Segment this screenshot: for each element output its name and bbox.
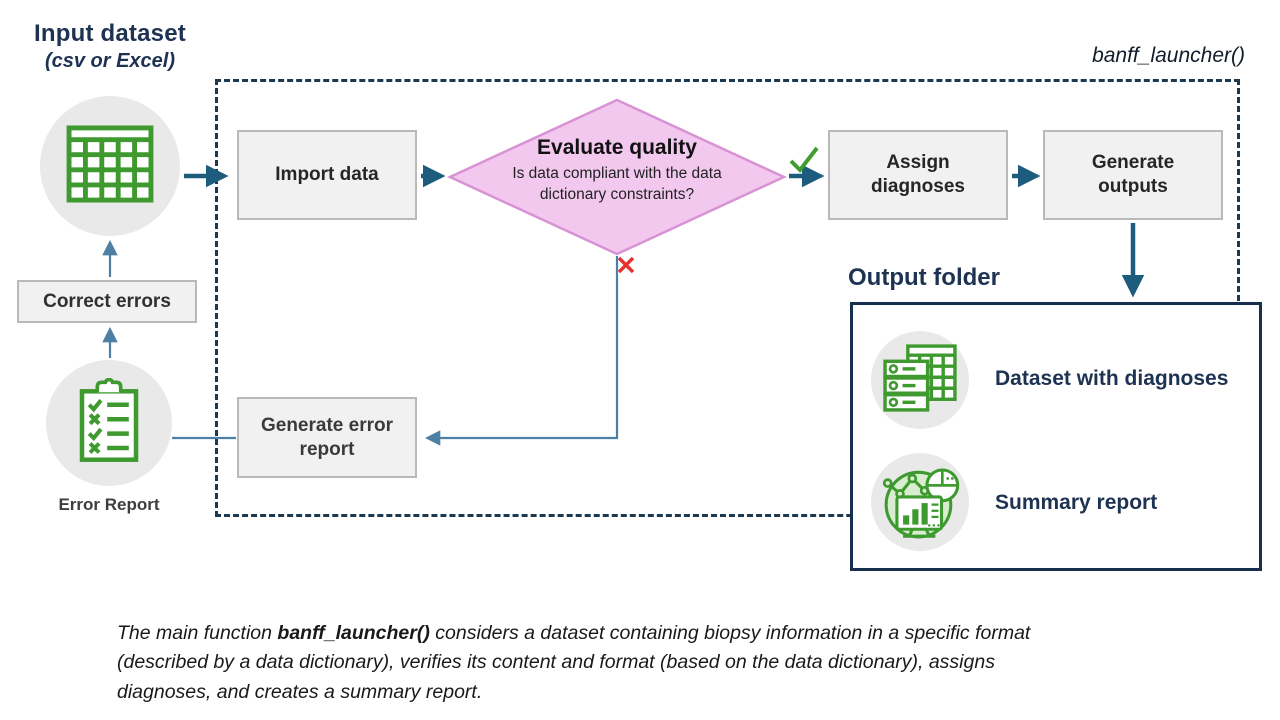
correct-errors-step: Correct errors [17,280,197,323]
generate-outputs-step: Generate outputs [1043,130,1223,220]
generate-error-report-label: Generate error report [260,414,393,460]
correct-errors-label: Correct errors [43,290,171,312]
banff-launcher-label: banff_launcher() [1092,44,1245,67]
summary-report-node [871,453,969,551]
assign-diagnoses-label: Assign diagnoses [871,152,965,197]
spreadsheet-table-icon [66,124,154,208]
evaluate-quality-title: Evaluate quality [537,136,697,159]
error-report-node [46,360,172,486]
evaluate-quality-diamond [447,98,787,256]
caption-suffix: considers a dataset containing biopsy in… [117,622,1031,703]
evaluate-quality-text: Evaluate quality Is data compliant with … [467,136,767,206]
output-folder-box: Dataset with diagnoses [850,302,1262,571]
input-dataset-subtitle: (csv or Excel) [44,50,176,72]
caption-function-name: banff_launcher() [277,622,430,644]
generate-outputs-label: Generate outputs [1091,152,1175,197]
clipboard-checklist-icon [73,377,145,469]
caption-prefix: The main function [117,622,278,644]
dataset-with-diagnoses-node [871,331,969,429]
figure-caption: The main function banff_launcher() consi… [117,619,1082,707]
output-folder-title: Output folder [848,264,1000,291]
evaluate-quality-question: Is data compliant with the data dictiona… [512,165,722,203]
import-data-label: Import data [275,164,379,186]
generate-error-report-step: Generate error report [237,397,417,478]
summary-report-label: Summary report [995,491,1158,514]
input-dataset-heading: Input dataset (csv or Excel) [10,20,210,73]
import-data-step: Import data [237,130,417,220]
assign-diagnoses-step: Assign diagnoses [828,130,1008,220]
database-table-icon [882,343,958,418]
input-dataset-title: Input dataset [34,20,186,47]
input-dataset-node [40,96,180,236]
error-report-label: Error Report [58,495,160,514]
dataset-with-diagnoses-label: Dataset with diagnoses [995,367,1229,390]
charts-dashboard-icon [880,460,960,545]
banff-launcher-dashed-boundary [215,79,1240,517]
